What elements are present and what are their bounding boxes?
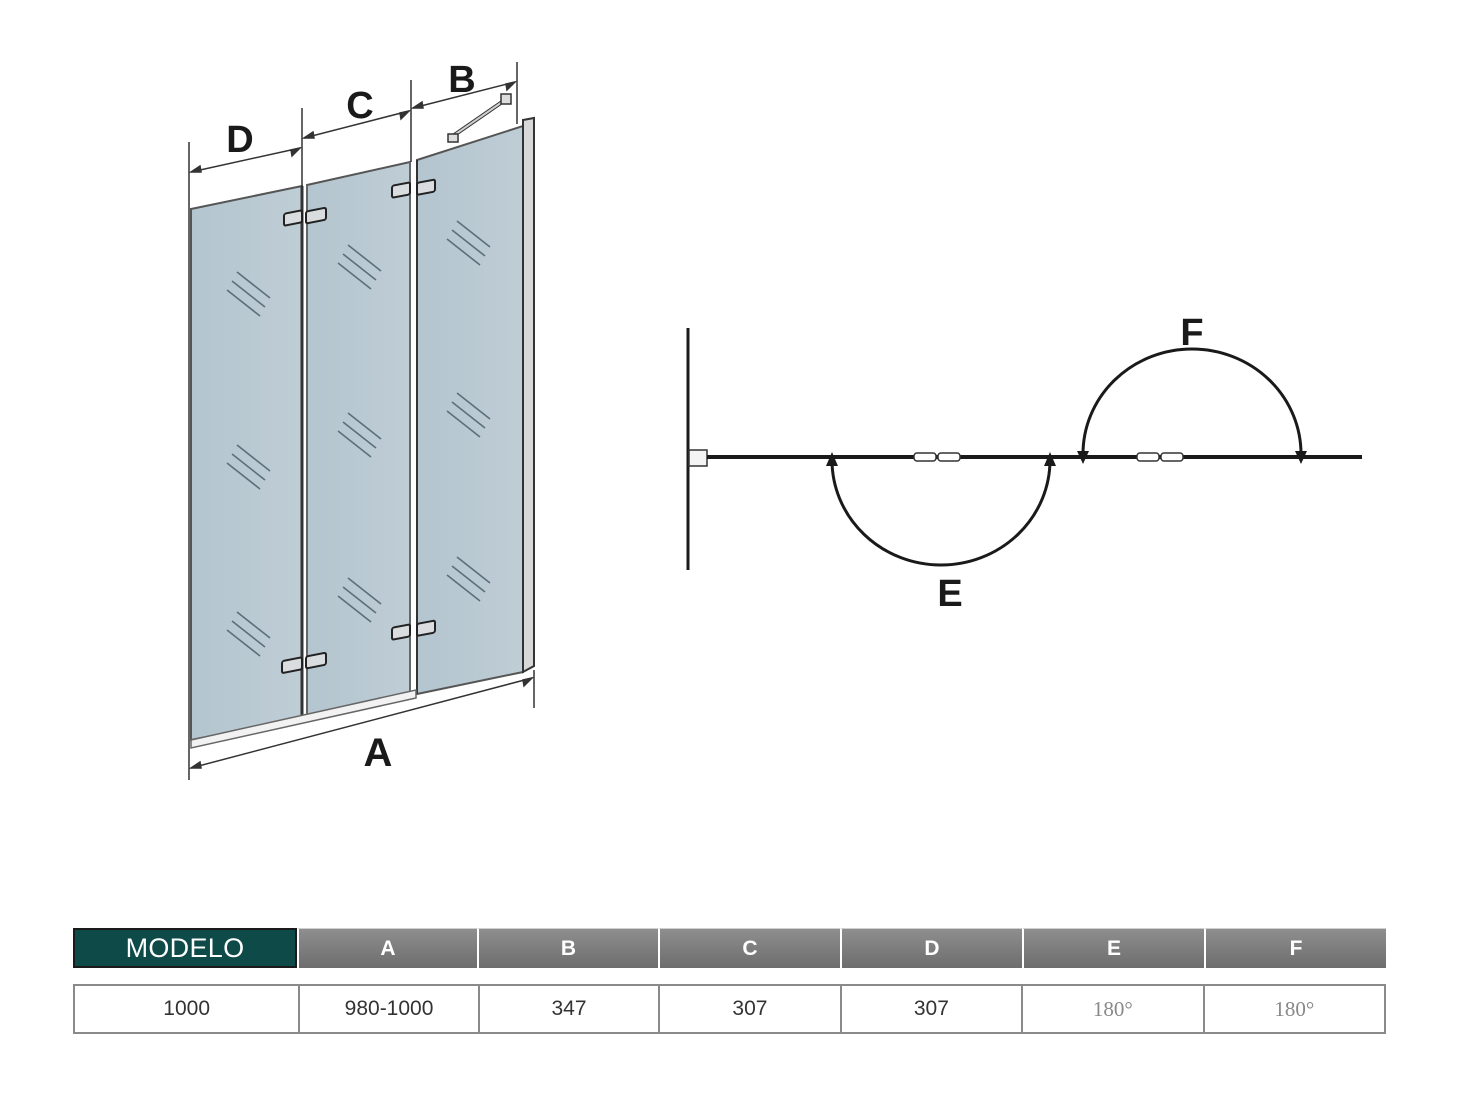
cell-a: 980-1000 <box>298 986 477 1032</box>
glass-panel-b <box>416 124 524 696</box>
glass-reflection-marks <box>226 220 491 657</box>
wall-profile <box>522 116 535 674</box>
header-a: A <box>297 928 477 968</box>
dimension-lines <box>188 62 535 780</box>
table-header-row: MODELO A B C D E F <box>73 928 1386 968</box>
wall-bracket <box>688 449 708 467</box>
hinge-icon <box>281 178 436 674</box>
dimension-label-a: A <box>364 731 393 775</box>
header-d: D <box>840 928 1022 968</box>
cell-d: 307 <box>839 986 1021 1032</box>
dimension-label-d: D <box>226 119 253 161</box>
bottom-seal <box>190 689 417 749</box>
cell-modelo: 1000 <box>163 997 211 1020</box>
swing-arc-e <box>830 459 1052 567</box>
arrow-icon <box>1295 451 1307 464</box>
screen-front-view: D C B A <box>188 59 535 780</box>
cell-b: 347 <box>477 986 658 1032</box>
dimension-label-e: E <box>937 573 962 615</box>
cell-f: 180° <box>1202 986 1384 1032</box>
table-row: 1000 980-1000 347 307 307 180° 180° <box>73 984 1386 1034</box>
dimension-label-c: C <box>346 85 373 127</box>
header-f: F <box>1204 928 1386 968</box>
shower-screen-diagram: D C B A E F <box>188 59 1362 780</box>
dimension-label-f: F <box>1180 312 1203 354</box>
header-e: E <box>1022 928 1204 968</box>
header-c: C <box>658 928 840 968</box>
screen-plan-view: E F <box>686 312 1362 615</box>
dimension-label-b: B <box>448 59 475 101</box>
spec-table: MODELO A B C D E F 1000 980-1000 347 307… <box>73 928 1386 1034</box>
header-modelo: MODELO <box>73 928 297 968</box>
swing-arc-f <box>1081 347 1303 455</box>
arrow-icon <box>1044 452 1056 466</box>
cell-c: 307 <box>658 986 839 1032</box>
arrow-icon <box>1077 451 1089 464</box>
stabilizer-bar <box>447 93 512 143</box>
cell-e: 180° <box>1021 986 1202 1032</box>
plan-hinge-icon <box>913 452 1184 462</box>
header-b: B <box>477 928 658 968</box>
arrow-icon <box>826 452 838 466</box>
glass-panel-d <box>190 184 303 742</box>
